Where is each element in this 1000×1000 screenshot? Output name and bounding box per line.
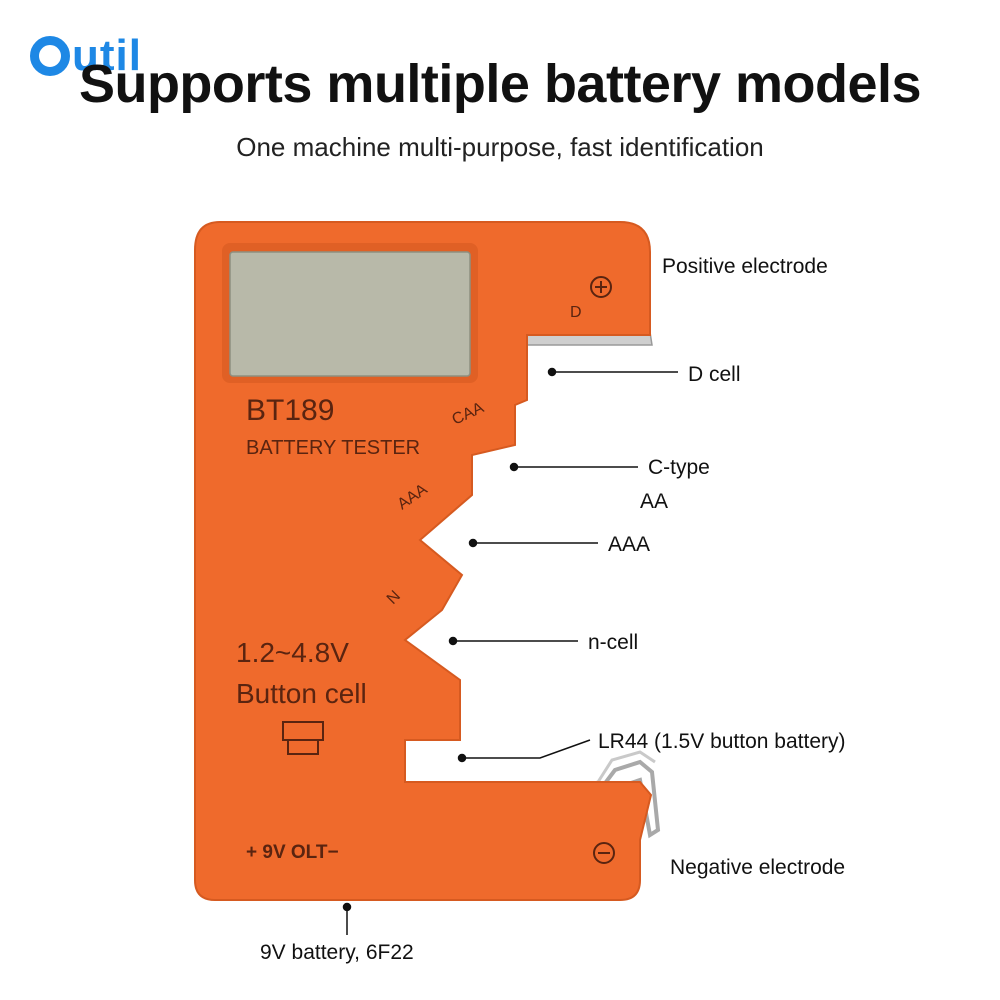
voltage-range-label: 1.2~4.8V — [236, 637, 349, 668]
model-label: BT189 — [246, 394, 334, 427]
lcd-display — [229, 251, 471, 377]
callout-n-cell: n-cell — [588, 631, 639, 654]
button-cell-label: Button cell — [236, 678, 367, 709]
logo-ring-icon — [30, 36, 70, 76]
subheadline: One machine multi-purpose, fast identifi… — [236, 132, 764, 162]
button-cell-slot-icon — [282, 721, 324, 755]
positive-symbol-icon — [590, 276, 612, 298]
nine-volt-label: + 9V OLT− — [246, 842, 339, 863]
callout-aa: AA — [640, 490, 669, 513]
device-name-label: BATTERY TESTER — [246, 437, 420, 459]
slot-label-d: D — [570, 304, 582, 321]
callout-d-cell: D cell — [688, 363, 741, 386]
negative-symbol-icon — [593, 842, 615, 864]
lr44-leader — [462, 739, 591, 759]
tester-body — [194, 221, 653, 901]
headline: Supports multiple battery models — [78, 54, 922, 114]
brand-logo: util — [30, 32, 200, 92]
callout-negative-electrode: Negative electrode — [670, 856, 846, 879]
callout-lr44: LR44 (1.5V button battery) — [598, 730, 846, 753]
logo-text: util — [72, 31, 142, 80]
callout-nine-volt: 9V battery, 6F22 — [260, 941, 414, 964]
callout-aaa: AAA — [608, 533, 651, 556]
callout-positive-electrode: Positive electrode — [662, 255, 828, 278]
callout-c-type: C-type — [648, 456, 710, 479]
